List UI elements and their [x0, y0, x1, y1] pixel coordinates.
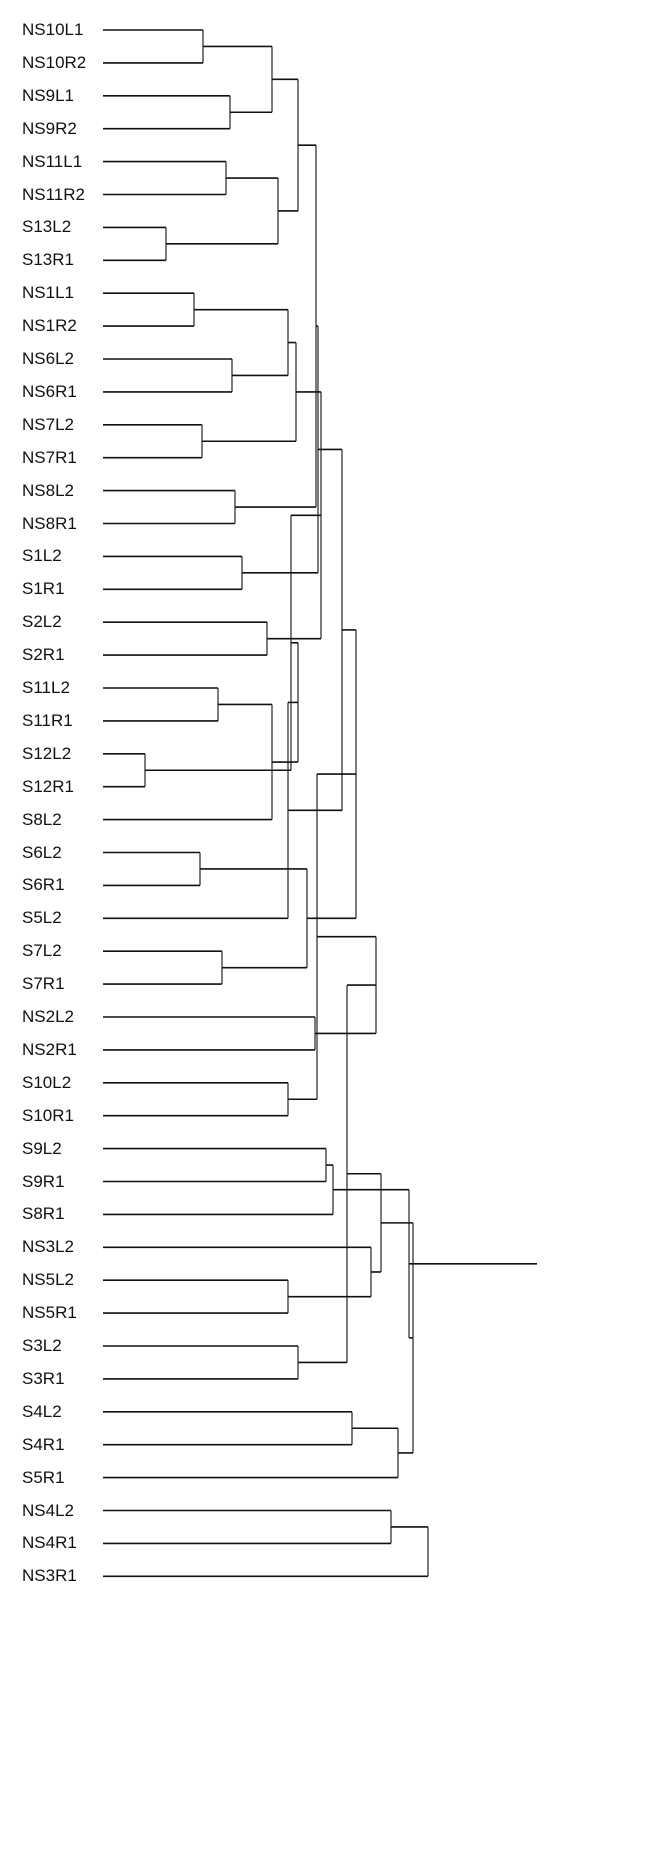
- leaf-label: S1R1: [22, 579, 65, 599]
- leaf-label: S7L2: [22, 941, 62, 961]
- leaf-label: S6L2: [22, 842, 62, 862]
- leaf-label: NS6L2: [22, 349, 74, 368]
- leaf-label: S8L2: [22, 809, 62, 829]
- leaf-label: NS3R1: [22, 1566, 77, 1586]
- leaf-label: NS11R2: [22, 184, 85, 204]
- leaf-label: S1L2: [22, 546, 62, 566]
- leaf-label: NS9R2: [22, 118, 77, 138]
- leaf-label: S5R1: [22, 1467, 65, 1487]
- leaf-label: NS11L1: [22, 151, 83, 171]
- leaf-label: NS5L2: [22, 1270, 74, 1290]
- leaf-label: S11L2: [22, 678, 70, 697]
- leaf-label: S3R1: [22, 1368, 65, 1388]
- leaf-label: NS10R2: [22, 52, 87, 72]
- leaf-label: S12L2: [22, 743, 72, 763]
- leaf-label: S10R1: [22, 1105, 74, 1125]
- leaf-label: S5L2: [22, 908, 62, 928]
- leaf-label: NS9L1: [22, 85, 74, 105]
- leaf-label: NS7L2: [22, 414, 74, 434]
- leaf-label: S9R1: [22, 1171, 65, 1191]
- leaf-label: S3L2: [22, 1336, 62, 1355]
- leaf-label: NS4L2: [22, 1500, 74, 1520]
- leaf-label: NS10L1: [22, 20, 84, 39]
- leaf-label: NS2L2: [22, 1007, 74, 1026]
- leaf-label: S2R1: [22, 645, 65, 665]
- leaf-label: S13R1: [22, 250, 74, 270]
- leaf-label: S11R1: [22, 710, 73, 730]
- leaf-label: S6R1: [22, 875, 65, 895]
- leaf-label: NS4R1: [22, 1533, 77, 1553]
- leaf-label: S7R1: [22, 974, 65, 994]
- leaf-label: NS6R1: [22, 381, 77, 401]
- leaf-label: S12R1: [22, 776, 74, 796]
- leaf-label: NS7R1: [22, 447, 77, 467]
- leaf-label: S9L2: [22, 1138, 62, 1158]
- leaf-label: NS8L2: [22, 480, 74, 500]
- leaf-label: S8R1: [22, 1204, 65, 1224]
- leaf-label: NS8R1: [22, 513, 77, 533]
- leaf-label: S4L2: [22, 1401, 62, 1421]
- leaf-label: NS5R1: [22, 1303, 77, 1323]
- leaf-label: S10L2: [22, 1072, 72, 1092]
- leaf-label: NS1L1: [22, 283, 74, 303]
- leaf-label: NS3L2: [22, 1237, 74, 1257]
- leaf-label: S2L2: [22, 612, 62, 632]
- leaf-label: NS2R1: [22, 1039, 77, 1059]
- leaf-label: S13L2: [22, 217, 72, 237]
- leaf-label: NS1R2: [22, 316, 77, 336]
- leaf-label: S4R1: [22, 1434, 65, 1454]
